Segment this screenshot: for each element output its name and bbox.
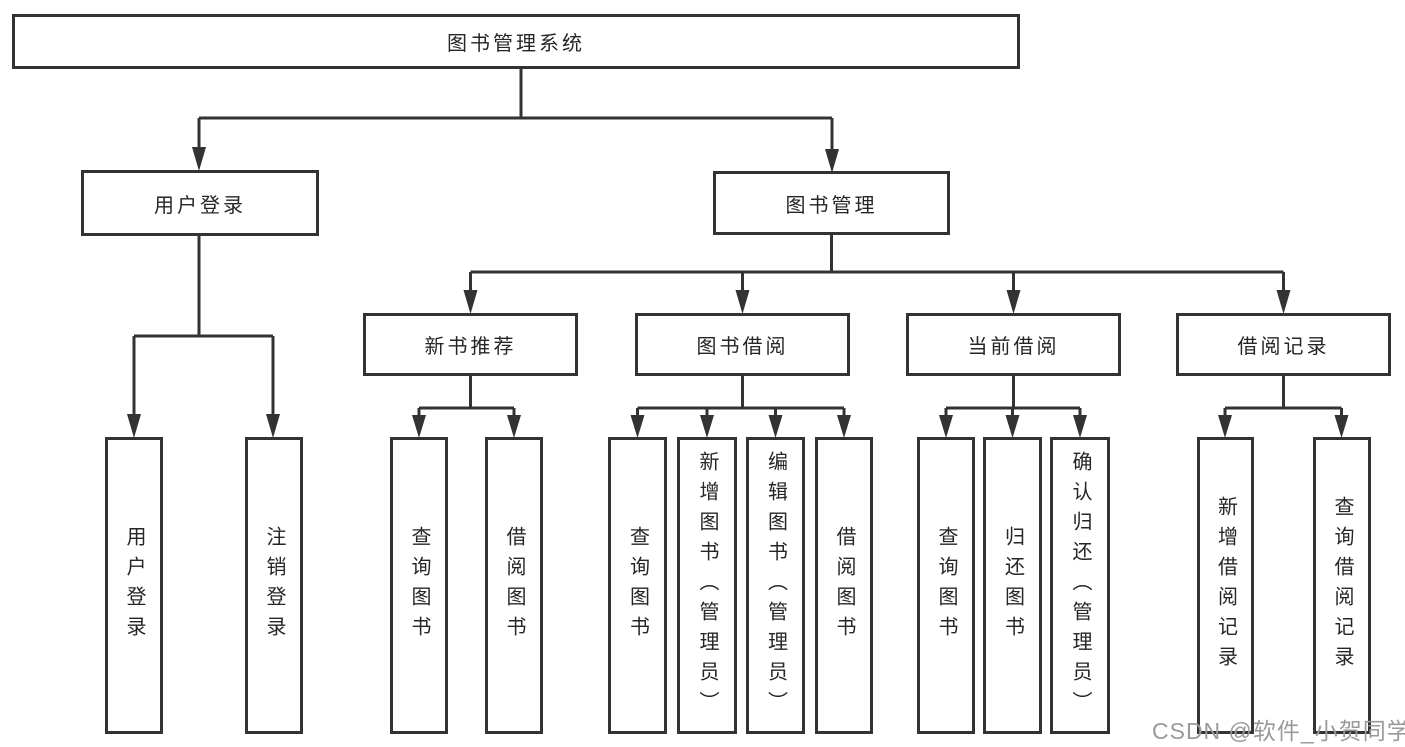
- edge-root-split: [197, 116, 834, 152]
- leaf-query-borrow-record: 查询借阅记录: [1313, 437, 1371, 734]
- arrowhead-icon: [1218, 415, 1232, 438]
- leaf-edit-books-admin: 编辑图书（管理员）: [746, 437, 805, 734]
- arrowhead-icon: [768, 415, 783, 438]
- edge-recommend-split: [417, 376, 516, 418]
- arrowhead-icon: [192, 147, 206, 171]
- arrowhead-icon: [266, 414, 280, 438]
- arrowhead-icon: [1334, 415, 1349, 438]
- arrowhead-icon: [837, 415, 851, 438]
- root-node-library-system: 图书管理系统: [12, 14, 1020, 69]
- leaf-return-books: 归还图书: [983, 437, 1042, 734]
- arrowhead-icon: [1276, 290, 1291, 314]
- leaf-confirm-return-admin: 确认归还（管理员）: [1050, 437, 1110, 734]
- arrowhead-icon: [700, 415, 714, 438]
- arrowhead-icon: [939, 415, 953, 438]
- edge-userlogin-split: [132, 236, 275, 417]
- arrowhead-icon: [1073, 415, 1087, 438]
- leaf-add-books-admin: 新增图书（管理员）: [677, 437, 737, 734]
- node-current-borrowing: 当前借阅: [906, 313, 1121, 376]
- node-book-management: 图书管理: [713, 171, 950, 235]
- arrowhead-icon: [412, 415, 426, 438]
- arrowhead-icon: [127, 414, 141, 438]
- csdn-watermark: CSDN @软件_小贺同学: [1152, 718, 1405, 744]
- leaf-logout: 注销登录: [245, 437, 303, 734]
- edge-borrowing-split: [636, 376, 846, 418]
- leaf-borrow-books-borrowing: 借阅图书: [815, 437, 873, 734]
- arrowhead-icon: [735, 290, 750, 314]
- arrowhead-icon: [825, 149, 839, 173]
- node-new-book-recommendation: 新书推荐: [363, 313, 578, 376]
- leaf-query-books-current: 查询图书: [917, 437, 975, 734]
- leaf-borrow-books-recommend: 借阅图书: [485, 437, 543, 734]
- node-borrowing-records: 借阅记录: [1176, 313, 1391, 376]
- edge-current-split: [944, 376, 1082, 418]
- arrowhead-icon: [1006, 290, 1021, 314]
- arrowheads: [127, 147, 1349, 438]
- leaf-query-books-borrowing: 查询图书: [608, 437, 667, 734]
- leaf-add-borrow-record: 新增借阅记录: [1197, 437, 1254, 734]
- node-user-login: 用户登录: [81, 170, 319, 236]
- arrowhead-icon: [507, 415, 521, 438]
- edge-bookmgmt-split: [469, 235, 1285, 292]
- edge-records-split: [1223, 376, 1343, 418]
- arrowhead-icon: [630, 415, 645, 438]
- leaf-user-login: 用户登录: [105, 437, 163, 734]
- leaf-query-books-recommend: 查询图书: [390, 437, 448, 734]
- arrowhead-icon: [1005, 415, 1020, 438]
- node-book-borrowing: 图书借阅: [635, 313, 850, 376]
- arrowhead-icon: [463, 290, 478, 314]
